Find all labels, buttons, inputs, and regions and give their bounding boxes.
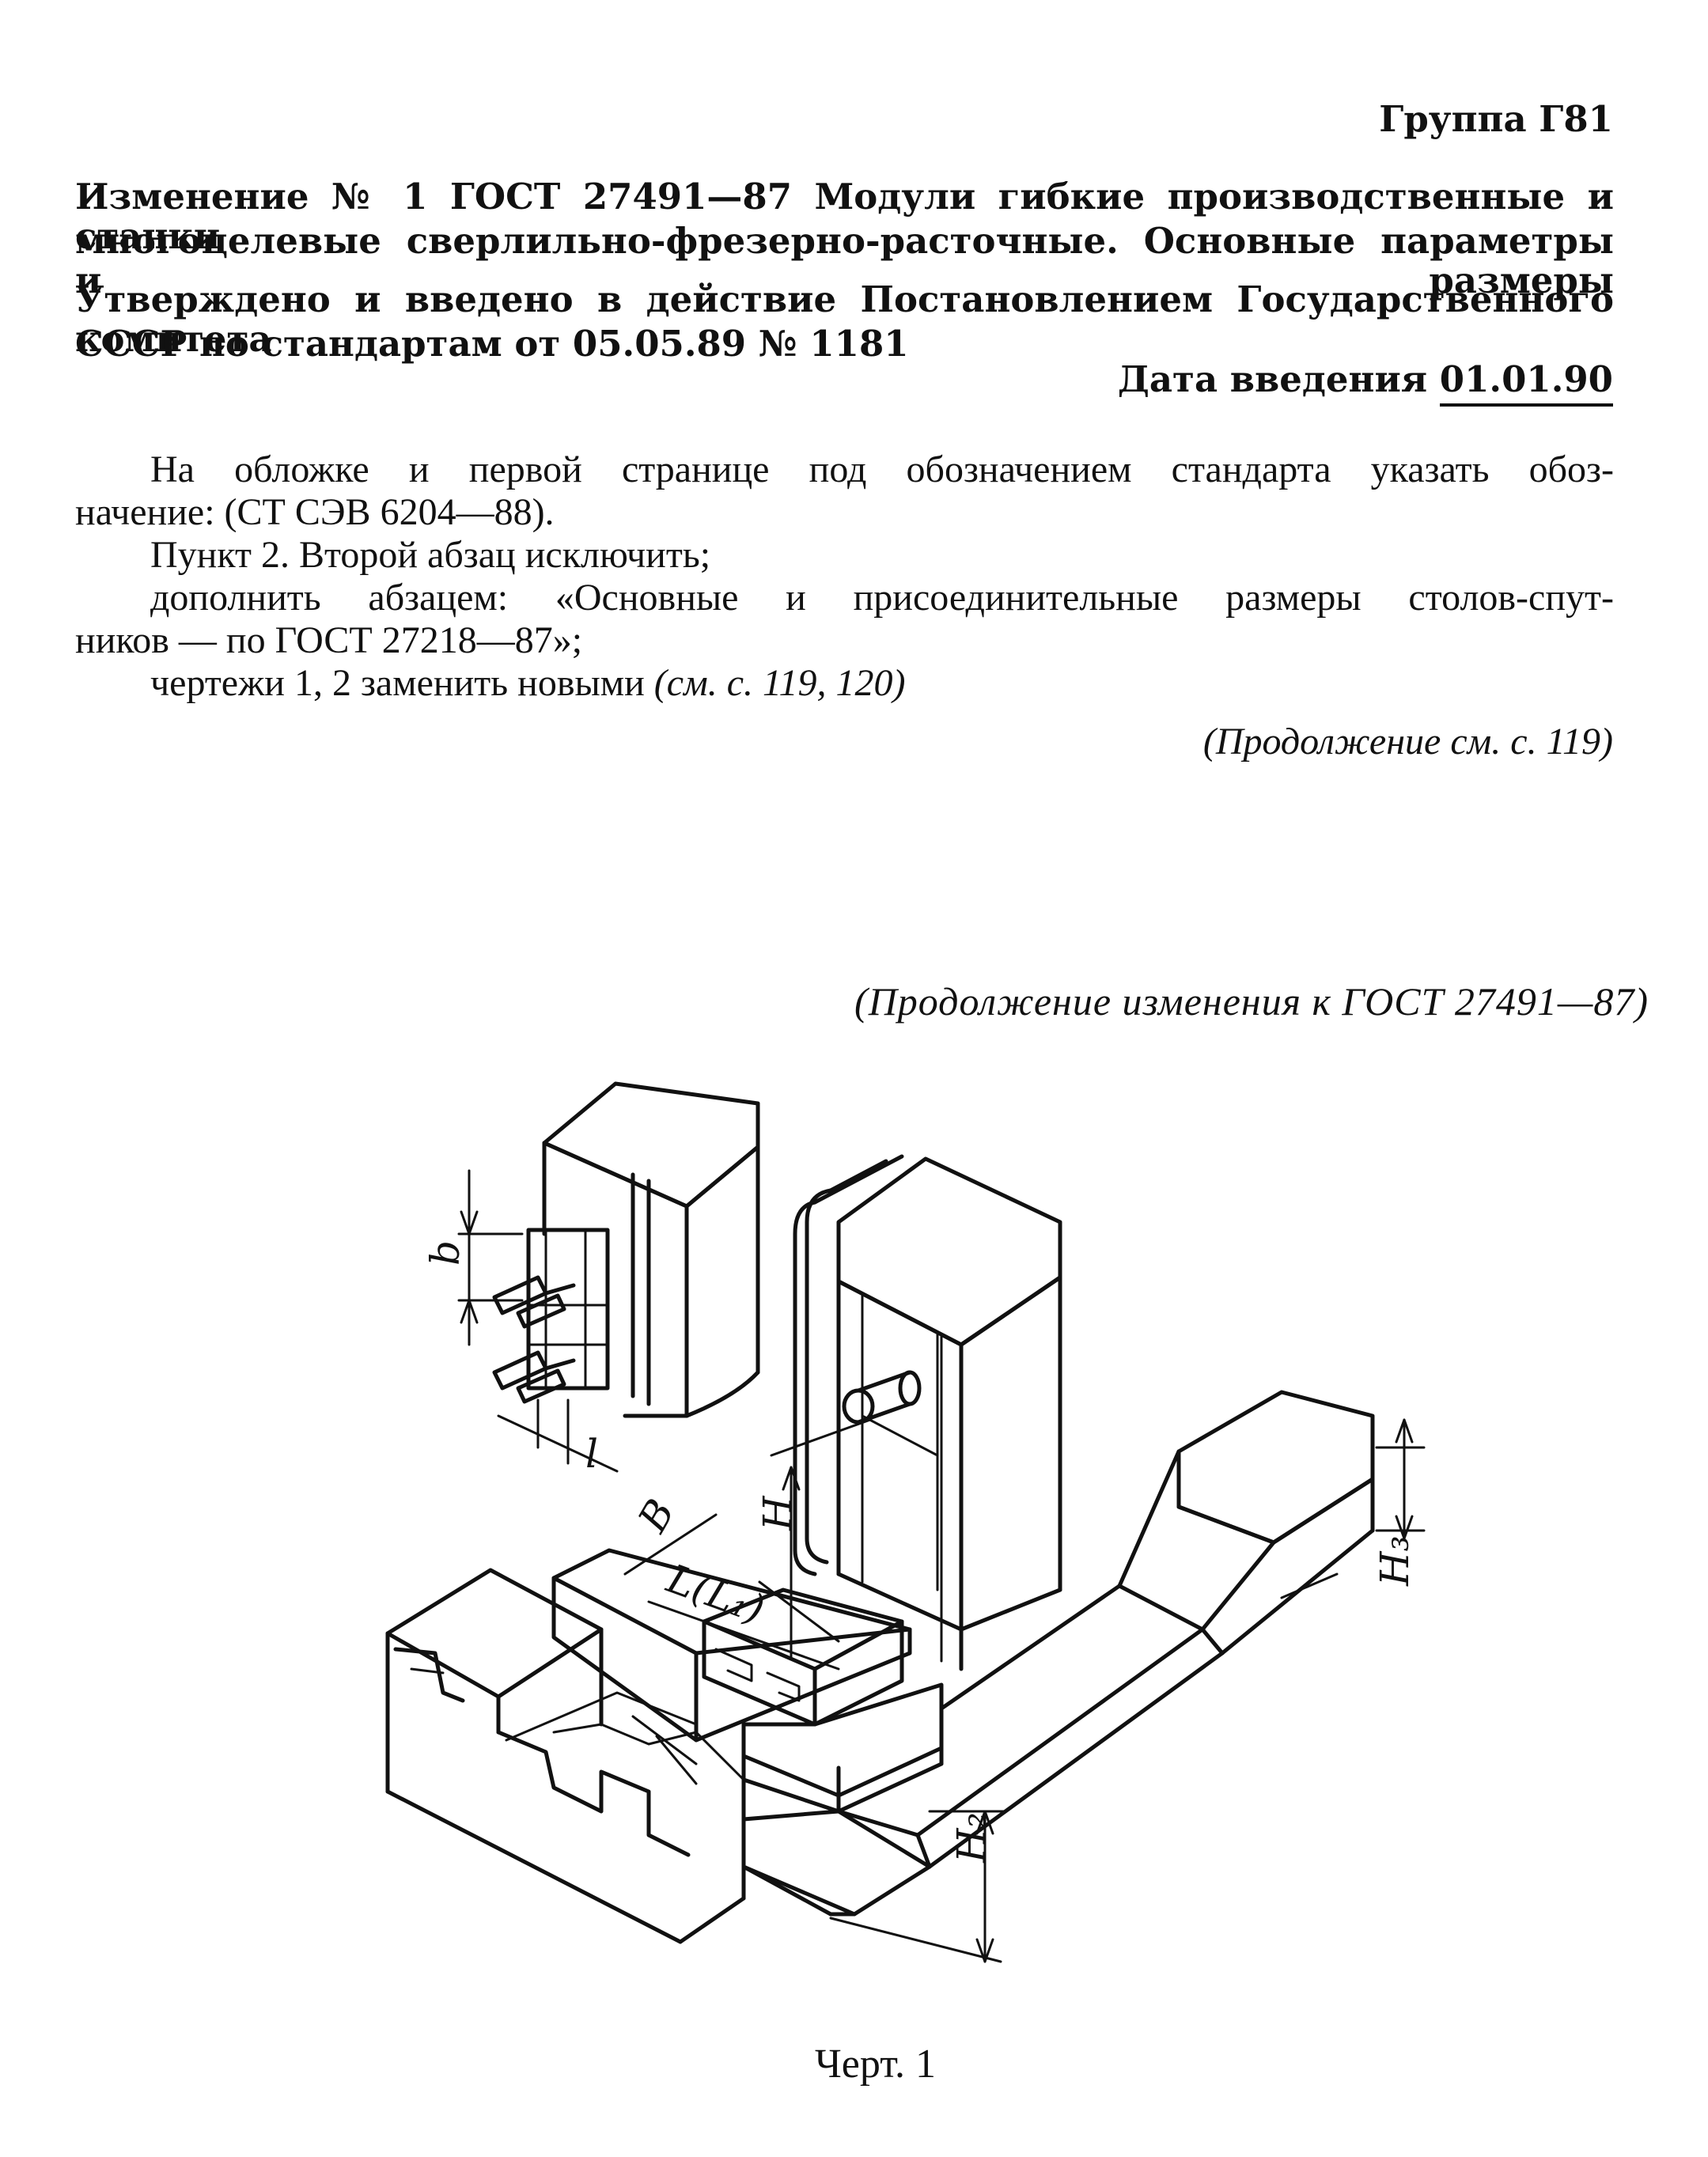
dimension-H2: H₂: [829, 1810, 1006, 1963]
approval-line1: Утверждено и введено в действие Постанов…: [75, 278, 1614, 360]
column: [793, 1154, 1062, 1671]
dim-label-l: l: [585, 1431, 598, 1477]
paragraph-3-line1: дополнить абзацем: «Основные и присоедин…: [150, 577, 1614, 619]
paragraph-4-text: чертежи 1, 2 заменить новыми: [150, 662, 645, 704]
dim-label-L: L(L₁): [661, 1555, 771, 1633]
dimension-B: B: [623, 1492, 718, 1576]
continued-note: (Продолжение см. с. 119): [1202, 721, 1613, 763]
change-title-line2: многоцелевые сверлильно-фрезерно-расточн…: [75, 220, 1614, 301]
group-code: Группа Г81: [1379, 98, 1613, 140]
dim-label-B: B: [629, 1492, 684, 1541]
approval-line2: СССР по стандартам от 05.05.89 № 1181: [75, 323, 909, 365]
effective-date: Дата введения 01.01.90: [1117, 358, 1613, 407]
paragraph-4: чертежи 1, 2 заменить новыми (см. с. 119…: [150, 663, 905, 704]
paragraph-1-line1: На обложке и первой странице под обознач…: [150, 448, 1614, 490]
pallet-magazine: [385, 1568, 746, 1944]
chip-conveyor: [836, 1390, 1375, 1869]
dim-label-H: H: [755, 1495, 801, 1531]
dim-label-H2: H₂: [949, 1812, 994, 1864]
change-title-line1: Изменение № 1 ГОСТ 27491—87 Модули гибки…: [75, 176, 1614, 257]
spindle-head: [526, 1081, 760, 1418]
paragraph-4-reference: (см. с. 119, 120): [653, 662, 906, 704]
cutting-tools: [492, 1275, 576, 1404]
paragraph-3-line2: ников — по ГОСТ 27218—87»;: [75, 619, 583, 661]
continuation-header: (Продолжение изменения к ГОСТ 27491—87): [854, 979, 1649, 1024]
figure-caption: Черт. 1: [815, 2042, 937, 2087]
dimension-H3: H₃: [1280, 1418, 1426, 1599]
dimension-l: l: [497, 1398, 619, 1477]
pallet-changer-base: [741, 1809, 932, 1917]
dimension-H: H: [755, 1418, 872, 1659]
dim-label-b: b: [422, 1240, 468, 1266]
paragraph-1-line2: начение: (СТ СЭВ 6204—88).: [75, 491, 555, 533]
effective-date-label: Дата введения: [1117, 358, 1428, 400]
dim-label-H3: H₃: [1372, 1535, 1418, 1587]
effective-date-value: 01.01.90: [1439, 358, 1613, 407]
paragraph-2: Пункт 2. Второй абзац исключить;: [150, 534, 711, 576]
dimension-b: b: [422, 1169, 524, 1346]
